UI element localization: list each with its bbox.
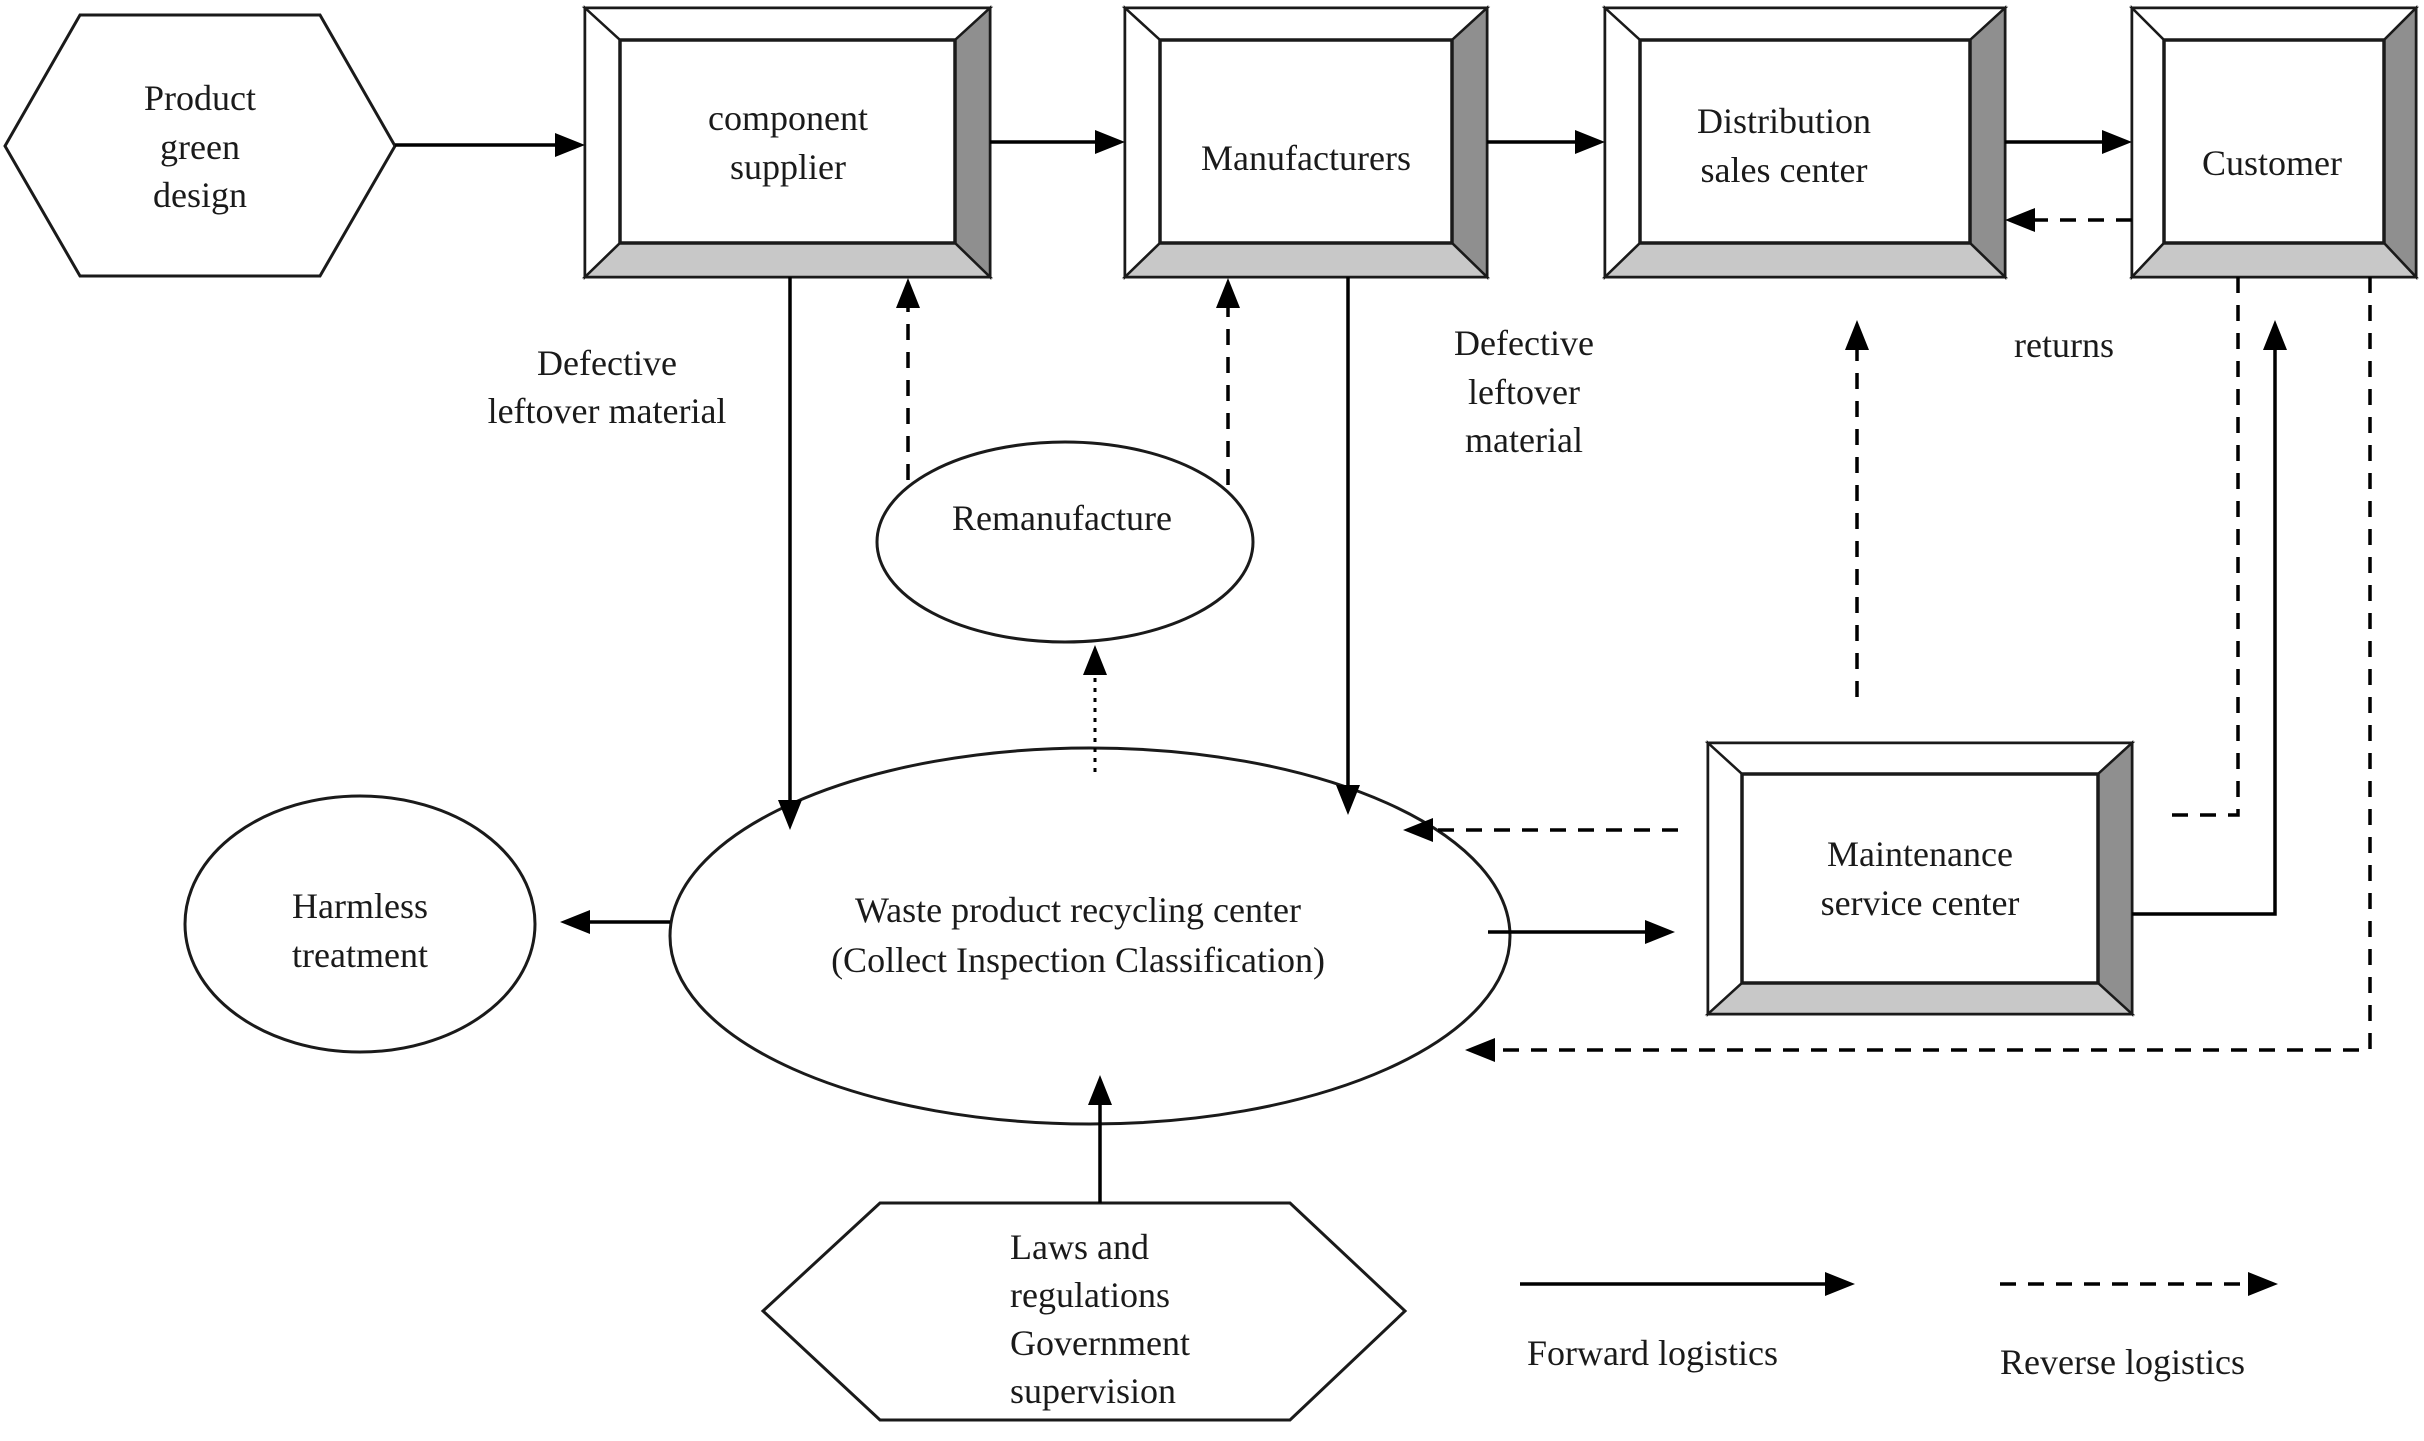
arrowhead	[1336, 785, 1360, 815]
arrowhead	[1083, 645, 1107, 675]
node-label: Product	[144, 78, 256, 118]
node-customer: Customer	[2128, 4, 2420, 281]
node-label: Maintenance	[1827, 834, 2013, 874]
node-remanufacture: Remanufacture	[875, 440, 1255, 644]
edge-label: Defective	[537, 343, 677, 383]
node-label: Customer	[2202, 143, 2342, 183]
arrowhead	[896, 278, 920, 308]
arrowhead	[2248, 1272, 2278, 1296]
node-waste-recycling-center: Waste product recycling center (Collect …	[668, 746, 1512, 1126]
arrowhead	[1216, 278, 1240, 308]
node-label: sales center	[1701, 150, 1868, 190]
arrowhead	[1825, 1272, 1855, 1296]
node-component-supplier: component supplier	[581, 5, 994, 280]
node-label: component	[708, 98, 868, 138]
node-label: Laws and	[1010, 1227, 1149, 1267]
arrow-maintenance-to-customer	[2132, 345, 2277, 916]
arrowhead	[555, 133, 585, 157]
arrow-customer-to-maintenance	[2170, 277, 2240, 817]
node-label: Waste product recycling center	[855, 890, 1301, 930]
reverse-arrows	[896, 208, 2372, 1062]
edge-label: material	[1465, 420, 1583, 460]
node-label: green	[160, 127, 240, 167]
node-label: Remanufacture	[952, 498, 1172, 538]
edge-label: leftover material	[488, 391, 727, 431]
arrowhead	[1575, 130, 1605, 154]
forward-arrows	[395, 130, 2287, 1203]
edge-label: Defective	[1454, 323, 1594, 363]
node-label: Distribution	[1697, 101, 1871, 141]
arrowhead	[1465, 1038, 1495, 1062]
node-product-green-design: Product green design	[3, 13, 397, 278]
node-manufacturers: Manufacturers	[1121, 5, 1491, 280]
legend-reverse: Reverse logistics	[2000, 1272, 2278, 1382]
legend-forward: Forward logistics	[1520, 1272, 1855, 1373]
node-laws-regulations: Laws and regulations Government supervis…	[760, 1201, 1408, 1422]
node-label: Manufacturers	[1201, 138, 1411, 178]
node-label: Harmless	[292, 886, 428, 926]
node-label: supplier	[730, 147, 846, 187]
arrowhead	[1095, 130, 1125, 154]
arrowhead	[778, 800, 802, 830]
arrowhead	[1645, 920, 1675, 944]
arrowhead	[2102, 130, 2132, 154]
node-distribution-sales-center: Distribution sales center	[1601, 5, 2009, 280]
node-label: supervision	[1010, 1371, 1176, 1411]
node-label: regulations	[1010, 1275, 1170, 1315]
legend-forward-label: Forward logistics	[1527, 1333, 1778, 1373]
node-label: treatment	[292, 935, 428, 975]
label-returns: returns	[2014, 325, 2114, 365]
node-label: (Collect Inspection Classification)	[831, 940, 1325, 980]
label-defective-left: Defective leftover material	[488, 343, 727, 431]
node-label: design	[153, 175, 247, 215]
arrowhead	[2263, 320, 2287, 350]
legend-reverse-label: Reverse logistics	[2000, 1342, 2245, 1382]
arrow-customer-to-waste	[1490, 277, 2372, 1052]
node-harmless-treatment: Harmless treatment	[183, 794, 537, 1054]
edge-label: leftover	[1468, 372, 1580, 412]
node-label: service center	[1821, 883, 2020, 923]
arrowhead	[1088, 1075, 1112, 1105]
arrowhead	[1845, 320, 1869, 350]
arrowhead	[2005, 208, 2035, 232]
label-defective-right: Defective leftover material	[1454, 323, 1594, 460]
node-label: Government	[1010, 1323, 1190, 1363]
arrowhead	[560, 910, 590, 934]
arrowhead	[1403, 818, 1433, 842]
legend: Forward logistics Reverse logistics	[1520, 1272, 2278, 1382]
node-maintenance-service-center: Maintenance service center	[1704, 740, 2136, 1017]
